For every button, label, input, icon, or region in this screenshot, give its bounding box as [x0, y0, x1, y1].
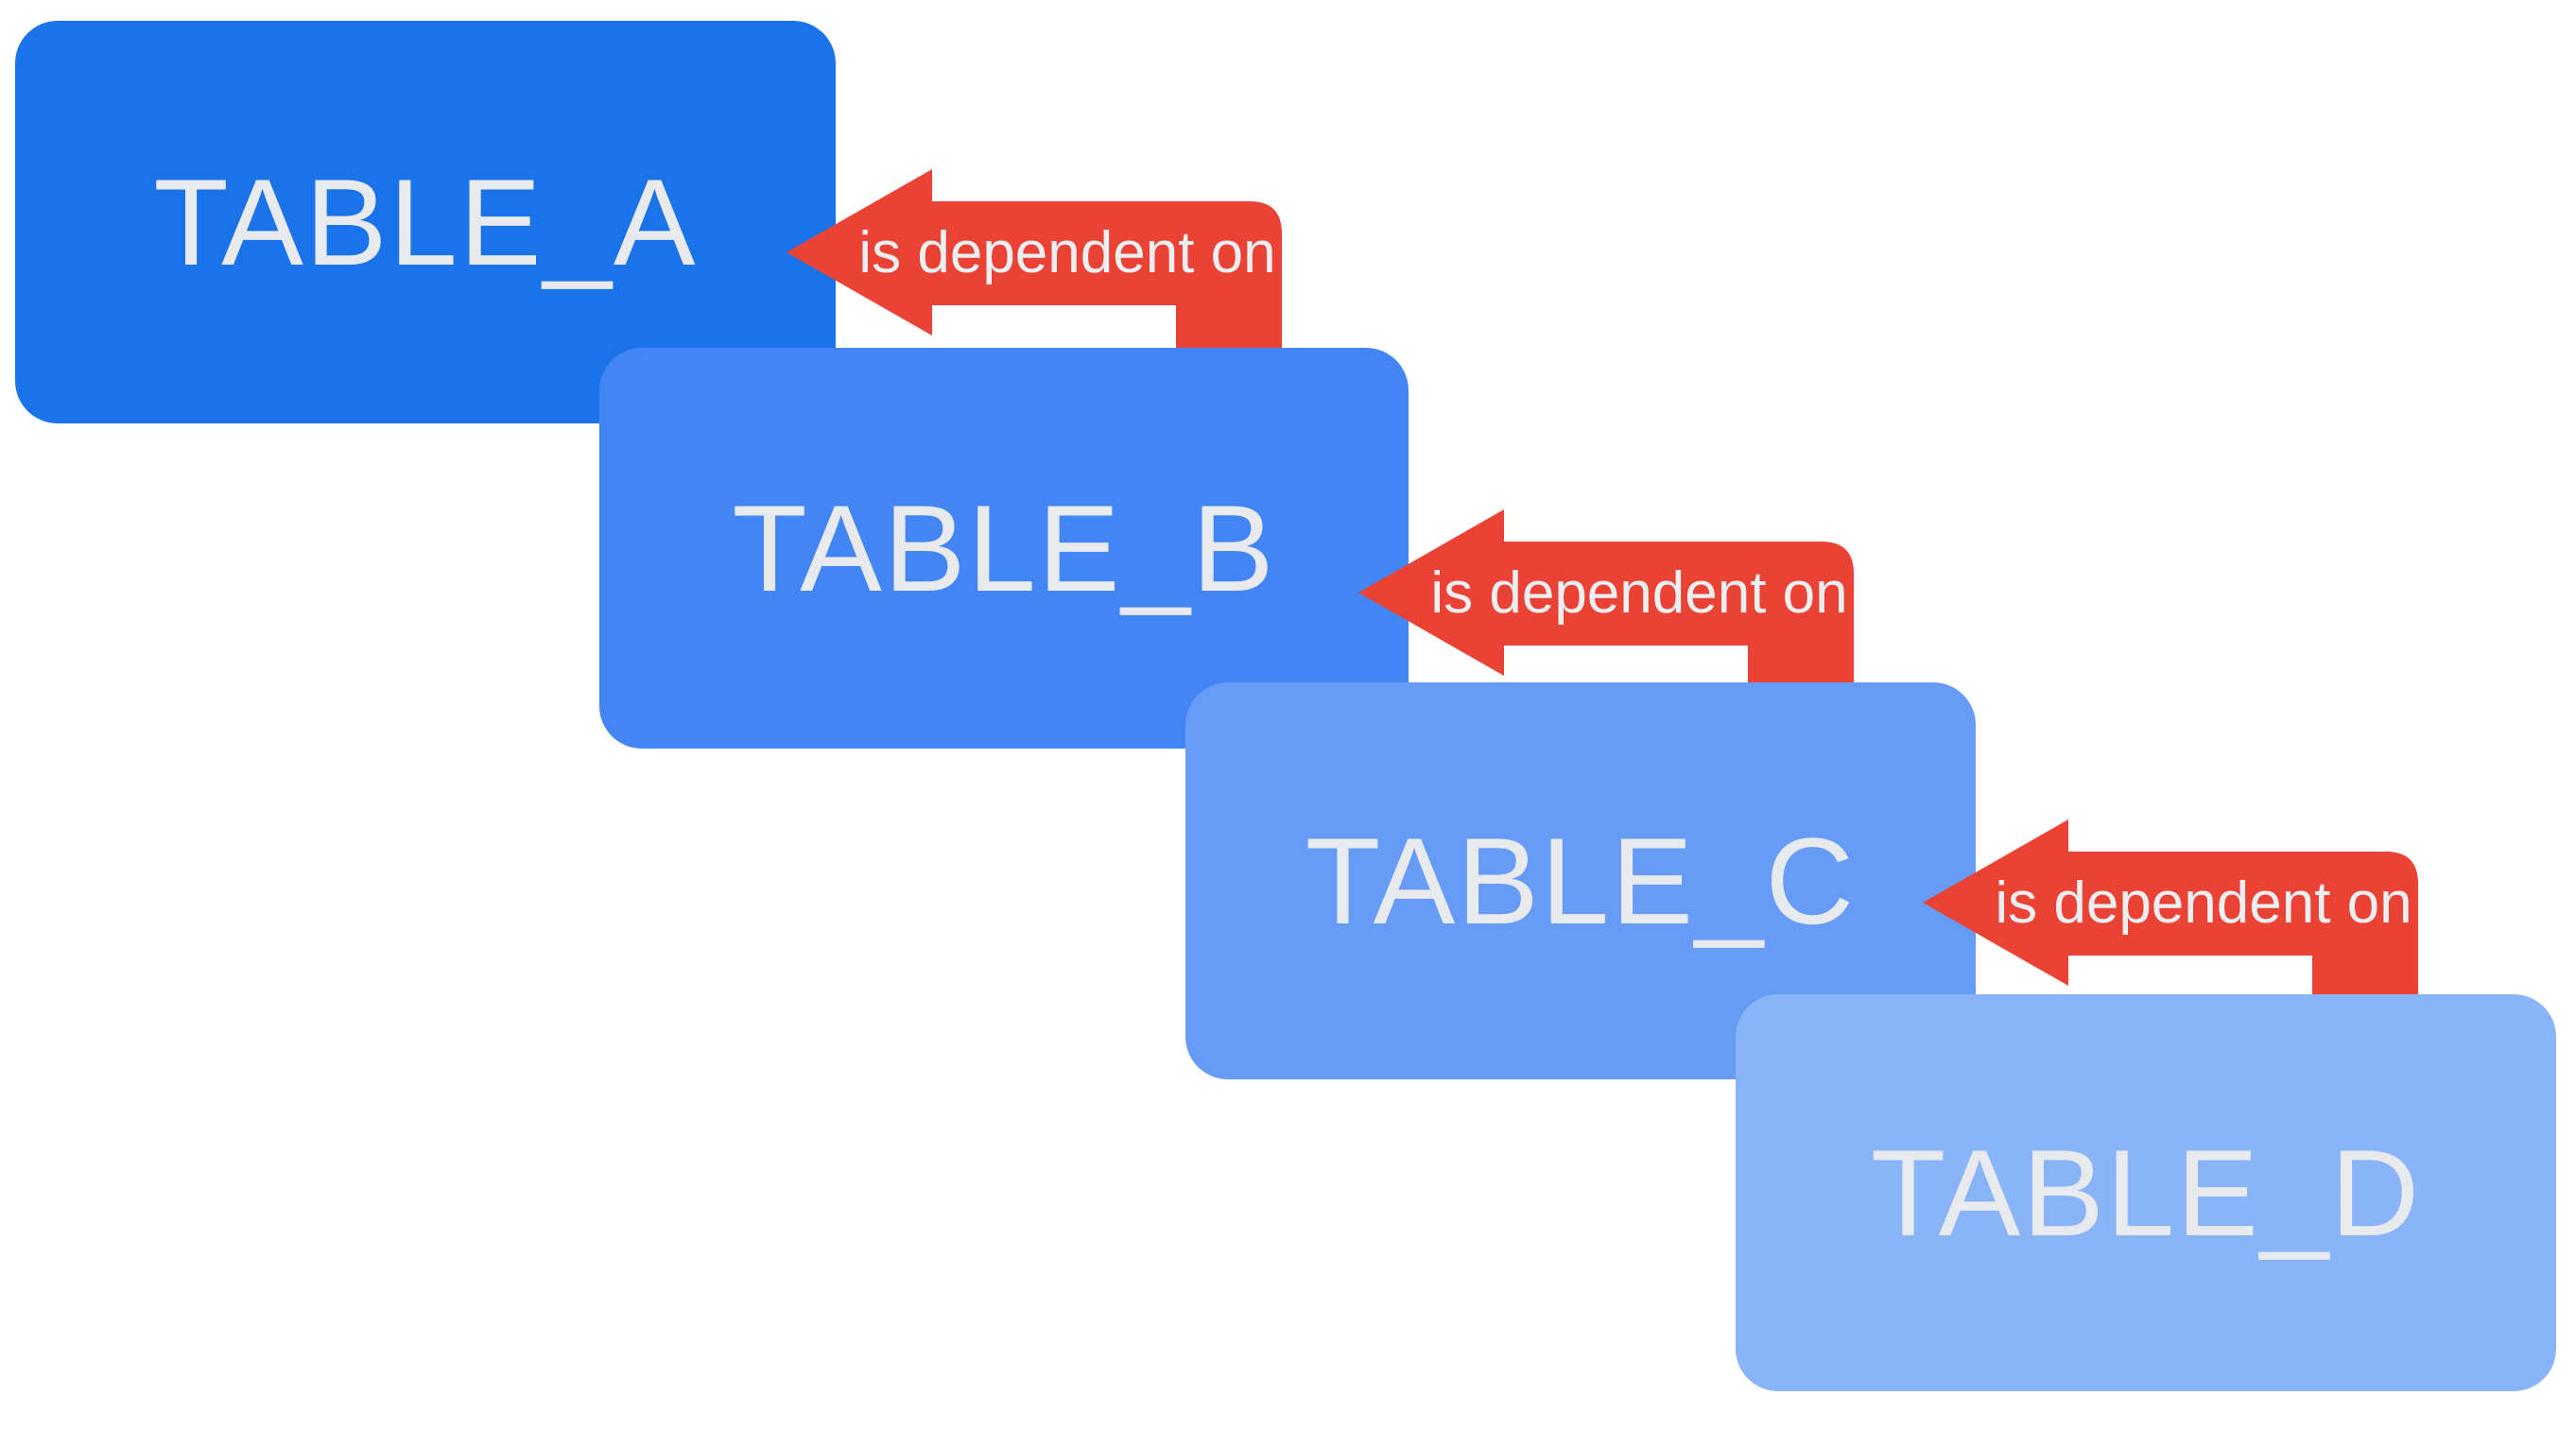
dependency-arrow-d-to-c: is dependent on: [1923, 819, 2433, 1027]
left-arrow-connector-icon: [1923, 819, 2418, 1027]
edge-label-wrap: is dependent on: [1425, 542, 1854, 646]
edge-c-to-b-label: is dependent on: [1430, 560, 1848, 626]
arrow-shape: [787, 169, 1282, 377]
left-arrow-connector-icon: [1358, 509, 1854, 717]
arrow-shape: [1923, 819, 2418, 1027]
dependency-arrow-c-to-b: is dependent on: [1358, 509, 1869, 717]
node-table-c-label: TABLE_C: [1305, 812, 1857, 950]
node-table-b: TABLE_B: [599, 348, 1409, 749]
node-table-d: TABLE_D: [1736, 994, 2556, 1391]
dependency-arrow-b-to-a: is dependent on: [787, 169, 1297, 377]
edge-b-to-a-label: is dependent on: [858, 220, 1276, 285]
edge-label-wrap: is dependent on: [853, 201, 1282, 305]
left-arrow-connector-icon: [787, 169, 1282, 377]
node-table-a: TABLE_A: [15, 21, 836, 423]
node-table-d-label: TABLE_D: [1870, 1124, 2422, 1262]
arrow-shape: [1358, 509, 1854, 717]
node-table-a-label: TABLE_A: [153, 153, 698, 291]
node-table-c: TABLE_C: [1185, 682, 1976, 1079]
edge-label-wrap: is dependent on: [1989, 852, 2418, 956]
edge-d-to-c-label: is dependent on: [1995, 870, 2412, 936]
node-table-b-label: TABLE_B: [732, 479, 1276, 617]
